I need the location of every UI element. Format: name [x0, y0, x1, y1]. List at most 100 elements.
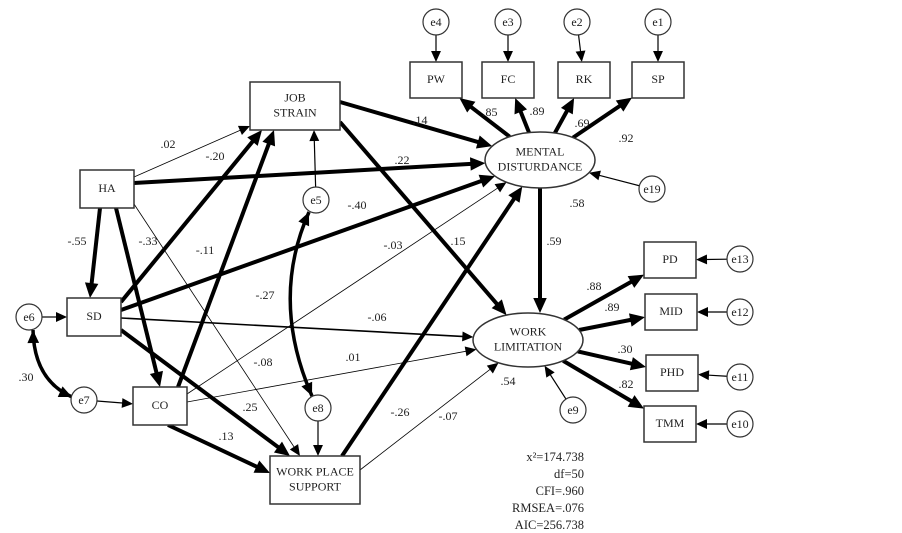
- error-path-e19: [597, 174, 640, 187]
- observed-box: [409, 61, 463, 99]
- arrowhead-sd-to-js: [247, 130, 262, 146]
- error-e8: e8: [304, 394, 332, 422]
- path-sd-to-js: [119, 138, 256, 304]
- coef-ha-to-co: -.33: [139, 234, 158, 248]
- fit-statistic: AIC=256.738: [515, 518, 584, 532]
- arrowhead-e5: [309, 130, 320, 142]
- arrowhead-e12: [697, 307, 708, 317]
- node-pw: PW: [409, 61, 463, 99]
- latent-ellipse: [484, 131, 596, 189]
- node-label: STRAIN: [273, 105, 317, 119]
- observed-box: [269, 455, 361, 505]
- node-label: WORK: [510, 324, 547, 338]
- node-label: SUPPORT: [289, 479, 342, 493]
- error-label: e5: [310, 193, 321, 207]
- node-label: SD: [86, 309, 102, 323]
- node-label: SP: [651, 72, 665, 86]
- error-e13: e13: [726, 245, 754, 273]
- path-wps-to-md: [340, 195, 518, 458]
- arrowhead-sd-to-wps: [273, 441, 290, 456]
- covariance-e5-e8-head-a: [298, 212, 310, 227]
- path-sd-to-wps: [119, 328, 282, 451]
- node-label: MENTAL: [515, 144, 564, 158]
- path-co-to-js: [176, 140, 272, 388]
- arrowhead-md-to-pw: [459, 98, 476, 113]
- error-e19: e19: [638, 175, 666, 203]
- arrowhead-e9: [544, 365, 555, 378]
- observed-box: [645, 354, 699, 392]
- observed-box: [79, 169, 135, 209]
- arrowhead-wps-to-wl: [486, 362, 499, 374]
- path-ha-to-md: [133, 161, 474, 185]
- coef-co-to-wl: .01: [346, 350, 361, 364]
- covariance-e6-e7-head-b: [57, 386, 72, 398]
- path-ha-to-js: [133, 129, 243, 178]
- error-circle: [638, 175, 666, 203]
- arrowhead-e19: [589, 170, 601, 181]
- observed-box: [249, 81, 341, 131]
- path-sd-to-md: [120, 178, 485, 312]
- path-md-to-fc: [517, 108, 531, 134]
- arrowhead-md-to-wl: [533, 298, 547, 313]
- fit-statistics: x²=174.738df=50CFI=.960RMSEA=.076AIC=256…: [512, 450, 584, 532]
- error-label: e19: [643, 182, 660, 196]
- error-circle: [726, 245, 754, 273]
- coef-wps-to-md: -.26: [391, 405, 410, 419]
- path-co-to-wl: [186, 350, 468, 403]
- error-circle: [559, 396, 587, 424]
- node-label: RK: [576, 72, 593, 86]
- error-path-e2: [577, 34, 582, 54]
- arrowhead-co-to-wl: [464, 346, 477, 357]
- error-label: e10: [731, 417, 748, 431]
- arrowhead-e4: [431, 51, 441, 62]
- error-circle: [563, 8, 591, 36]
- error-e11: e11: [726, 363, 754, 391]
- node-label: HA: [98, 181, 116, 195]
- path-co-to-md: [186, 186, 500, 395]
- path-wl-to-phd: [577, 349, 635, 367]
- error-label: e13: [731, 252, 748, 266]
- error-label: e7: [78, 393, 89, 407]
- arrowhead-ha-to-sd: [84, 282, 99, 298]
- path-ha-to-co: [114, 207, 160, 376]
- arrowhead-wl-to-pd: [627, 274, 644, 288]
- arrowhead-js-to-wl: [491, 299, 507, 316]
- arrowhead-e2: [575, 50, 586, 62]
- covariance-e6-e7: [31, 329, 73, 399]
- path-md-to-rk: [553, 107, 571, 135]
- arrowhead-e13: [696, 254, 708, 265]
- coef-co-to-js: -.11: [196, 243, 215, 257]
- node-label: PW: [427, 72, 446, 86]
- coef-co-to-wps: .13: [219, 429, 234, 443]
- coef-ha-to-sd: -.55: [68, 234, 87, 248]
- coef-md-to-pw: .85: [483, 105, 498, 119]
- coef-wps-to-wl: -.07: [439, 409, 458, 423]
- path-wl-to-tmm: [562, 359, 635, 405]
- arrowhead-js-to-md: [475, 135, 493, 149]
- node-mid: MID: [644, 293, 698, 331]
- path-ha-to-wps: [133, 203, 296, 449]
- node-label: PHD: [660, 365, 684, 379]
- observed-box: [132, 386, 188, 426]
- node-label: WORK PLACE: [276, 464, 354, 478]
- covariance-coef-e5-e8: -.27: [256, 288, 275, 302]
- error-e5: e5: [302, 186, 330, 214]
- path-co-to-wps: [167, 423, 260, 470]
- observed-box: [643, 405, 697, 443]
- latent-ellipse: [472, 312, 584, 368]
- path-ha-to-sd: [89, 207, 102, 287]
- error-e2: e2: [563, 8, 591, 36]
- arrowhead-wl-to-phd: [629, 357, 646, 371]
- path-wps-to-wl: [359, 367, 492, 471]
- observed-box: [557, 61, 611, 99]
- coef-co-to-md: -.03: [384, 238, 403, 252]
- coef-wl-to-pd: .88: [587, 279, 602, 293]
- error-circle: [494, 8, 522, 36]
- node-co: CO: [132, 386, 188, 426]
- error-e1: e1: [644, 8, 672, 36]
- error-path-e11: [706, 374, 728, 377]
- arrowhead-co-to-wps: [253, 460, 270, 473]
